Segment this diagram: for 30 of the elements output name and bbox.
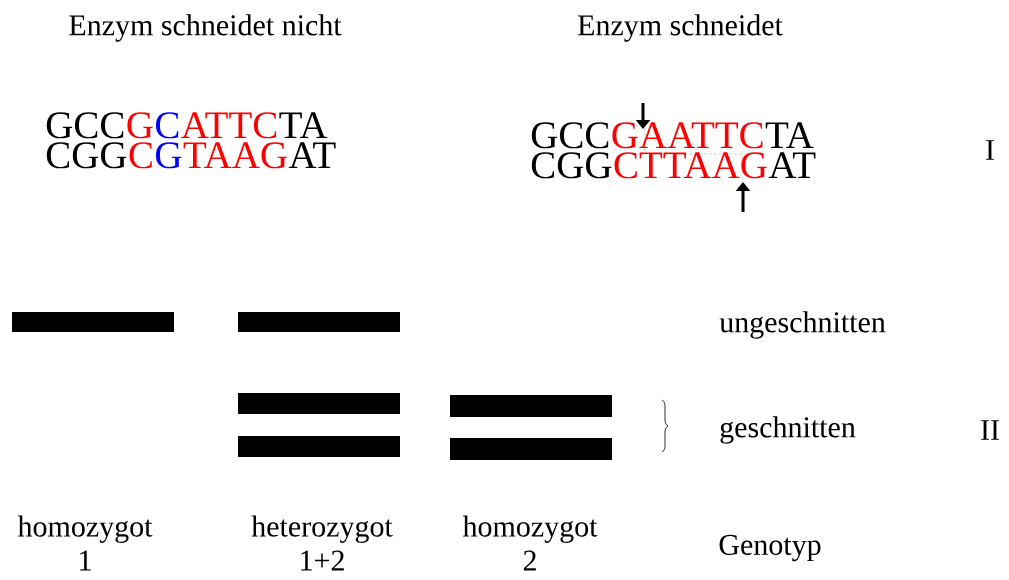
dna-sequence: GCCGCATTCTA xyxy=(46,112,328,139)
label: G xyxy=(155,142,182,169)
gel-band xyxy=(12,312,174,332)
dna-sequence: CGGCGTAAGAT xyxy=(46,142,336,169)
label: GCC xyxy=(46,112,124,139)
gel-band xyxy=(238,393,400,414)
gel-band xyxy=(238,312,400,332)
genotype-label: homozygot 1 xyxy=(17,515,153,571)
dna-sequence: GCCGAATTCTA xyxy=(531,122,814,149)
label: C xyxy=(129,142,152,169)
label: TA xyxy=(279,112,328,138)
label: G xyxy=(127,112,153,139)
row-numeral: I xyxy=(986,140,994,160)
heading: Enzym schneidet nicht xyxy=(69,14,342,42)
label: TAAG xyxy=(183,142,287,169)
label: C xyxy=(155,112,179,139)
label: AT xyxy=(288,142,336,168)
heading: Enzym schneidet xyxy=(578,14,783,42)
band-label: geschnitten xyxy=(720,416,856,444)
genotype-label: homozygot 2 xyxy=(462,515,598,571)
genotype-label: heterozygot 1+2 xyxy=(251,515,393,571)
label: ATTC xyxy=(181,112,277,139)
genotype-label: Genotyp xyxy=(719,534,821,562)
gel-band xyxy=(238,436,400,457)
band-label: ungeschnitten xyxy=(719,311,886,339)
gel-band xyxy=(450,395,612,417)
row-numeral: II xyxy=(981,420,999,440)
gel-band xyxy=(450,438,612,460)
dna-sequence: CGGCTTAAGAT xyxy=(531,152,816,179)
label: CGG xyxy=(46,142,127,169)
